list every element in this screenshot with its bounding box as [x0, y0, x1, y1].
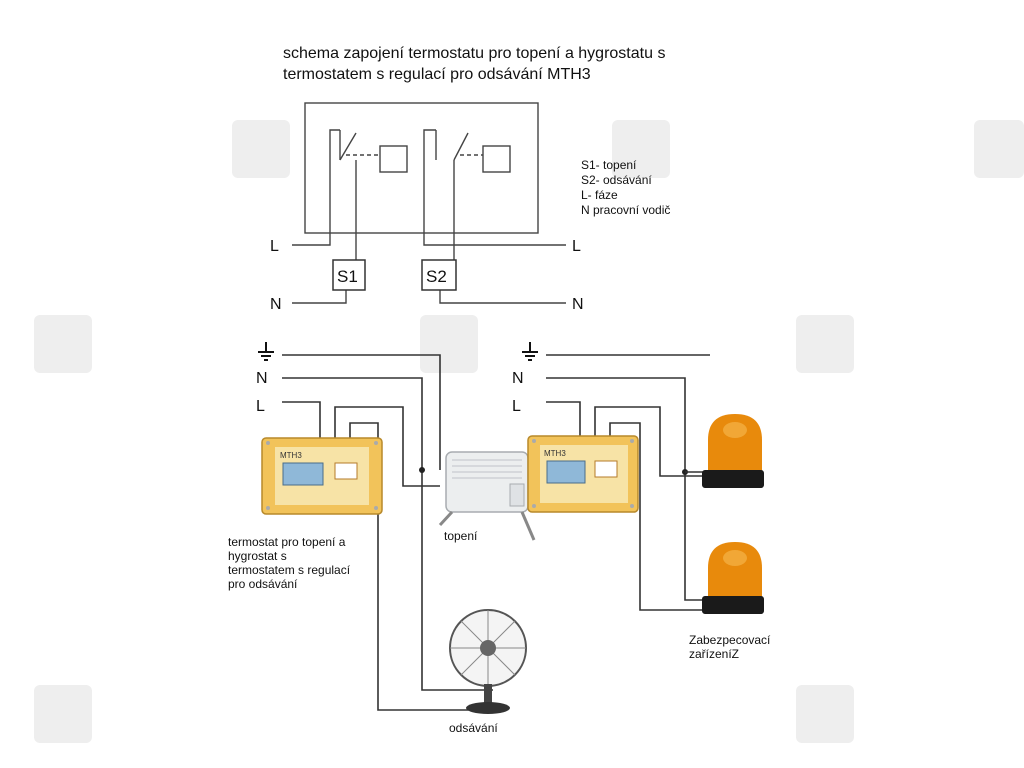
switch-s2-symbol — [435, 130, 511, 175]
thermostat-caption-2: hygrostat s — [228, 549, 287, 563]
legend-n: N pracovní vodič — [581, 203, 670, 217]
legend-s2: S2- odsávání — [581, 173, 652, 187]
right-wires — [546, 354, 712, 611]
left-wires — [282, 354, 493, 711]
switch-s1-label: S1 — [337, 267, 358, 286]
wiring-right-l: L — [512, 398, 521, 415]
fan-caption: odsávání — [449, 721, 498, 735]
schematic-left-l: L — [270, 238, 279, 255]
beacon-caption-2: zařízeníZ — [689, 647, 739, 661]
ground-icon — [522, 342, 538, 361]
thermostat-caption-4: pro odsávání — [228, 577, 298, 591]
legend-l: L- fáze — [581, 188, 618, 202]
wiring-left-n: N — [256, 370, 268, 387]
heater-icon — [438, 451, 536, 541]
watermark-icons — [34, 120, 1024, 743]
schematic-left-n: N — [270, 296, 282, 313]
thermostat-device-left: MTH3 — [261, 437, 383, 515]
switch-s2-box — [421, 259, 457, 291]
schematic-right-l: L — [572, 238, 581, 255]
thermostat-caption-3: termostatem s regulací — [228, 563, 351, 577]
switch-s1-symbol — [339, 130, 408, 175]
switch-s1-box — [332, 259, 366, 291]
thermostat-device-right: MTH3 — [527, 435, 639, 513]
wiring-left-l: L — [256, 398, 265, 415]
beacon-caption-1: Zabezpecovací — [689, 633, 771, 647]
title-line-2: termostatem s regulací pro odsávání MTH3 — [283, 66, 591, 83]
switch-s2-label: S2 — [426, 267, 447, 286]
legend-s1: S1- topení — [581, 158, 637, 172]
thermostat-caption-1: termostat pro topení a — [228, 535, 346, 549]
device-right-label: MTH3 — [544, 449, 566, 458]
schematic-wires — [292, 129, 566, 304]
device-left-label: MTH3 — [280, 451, 302, 460]
title-line-1: schema zapojení termostatu pro topení a … — [283, 45, 665, 62]
schematic-right-n: N — [572, 296, 584, 313]
heater-caption: topení — [444, 529, 478, 543]
wiring-right-n: N — [512, 370, 524, 387]
schematic-enclosure — [304, 102, 539, 234]
warning-beacon-icon — [702, 414, 764, 488]
ground-icon — [258, 342, 274, 361]
warning-beacon-icon — [702, 542, 764, 614]
fan-icon — [449, 609, 527, 714]
